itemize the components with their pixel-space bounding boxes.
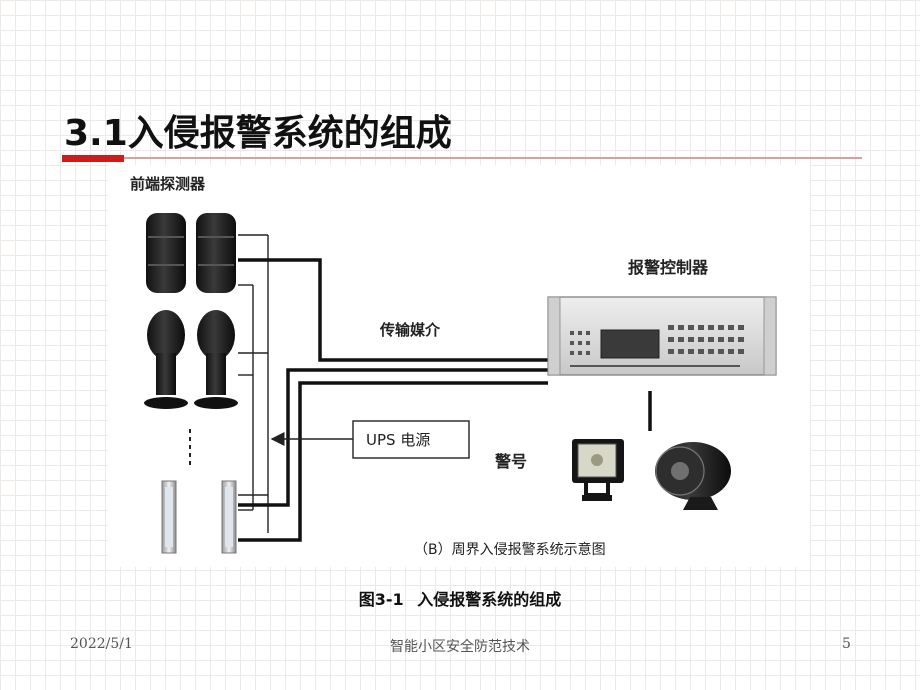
- floodlight-icon: [572, 439, 624, 501]
- title-underline-accent: [62, 155, 124, 162]
- footer-date: 2022/5/1: [70, 636, 133, 652]
- post-detector-right: [221, 480, 237, 554]
- ups-power-box: UPS 电源: [352, 420, 470, 459]
- diagram-svg: 前端探测器 报警控制器 传输媒介 警号 （B）周界入侵报警系统示意图: [130, 175, 777, 558]
- transmission-lines: [238, 258, 548, 542]
- figure-number: 图3-1: [358, 590, 404, 609]
- figure-caption: 图3-1 入侵报警系统的组成: [0, 586, 920, 610]
- beam-detector-right: [196, 213, 236, 293]
- beam-detector-left: [146, 213, 186, 293]
- diagram-subcaption: （B）周界入侵报警系统示意图: [414, 541, 606, 558]
- system-diagram: 前端探测器 报警控制器 传输媒介 警号 （B）周界入侵报警系统示意图: [108, 165, 810, 567]
- alarm-label: 警号: [494, 452, 527, 471]
- detectors-label: 前端探测器: [130, 175, 206, 193]
- post-detector-left: [161, 480, 177, 554]
- alarm-controller-device: [547, 296, 777, 376]
- controller-label: 报警控制器: [628, 258, 709, 277]
- dome-detector-right: [194, 310, 238, 409]
- title-underline-line: [124, 157, 862, 159]
- title-underline: [62, 153, 862, 162]
- footer-page-number: 5: [842, 636, 851, 652]
- transmission-label: 传输媒介: [379, 321, 441, 339]
- detector-wiring: [238, 234, 269, 533]
- slide-title: 3.1入侵报警系统的组成: [64, 113, 452, 154]
- siren-icon: [655, 442, 731, 510]
- footer-course-title: 智能小区安全防范技术: [390, 639, 530, 655]
- ups-label: UPS 电源: [366, 431, 430, 449]
- figure-caption-text: 入侵报警系统的组成: [417, 590, 562, 609]
- dome-detector-left: [144, 310, 188, 409]
